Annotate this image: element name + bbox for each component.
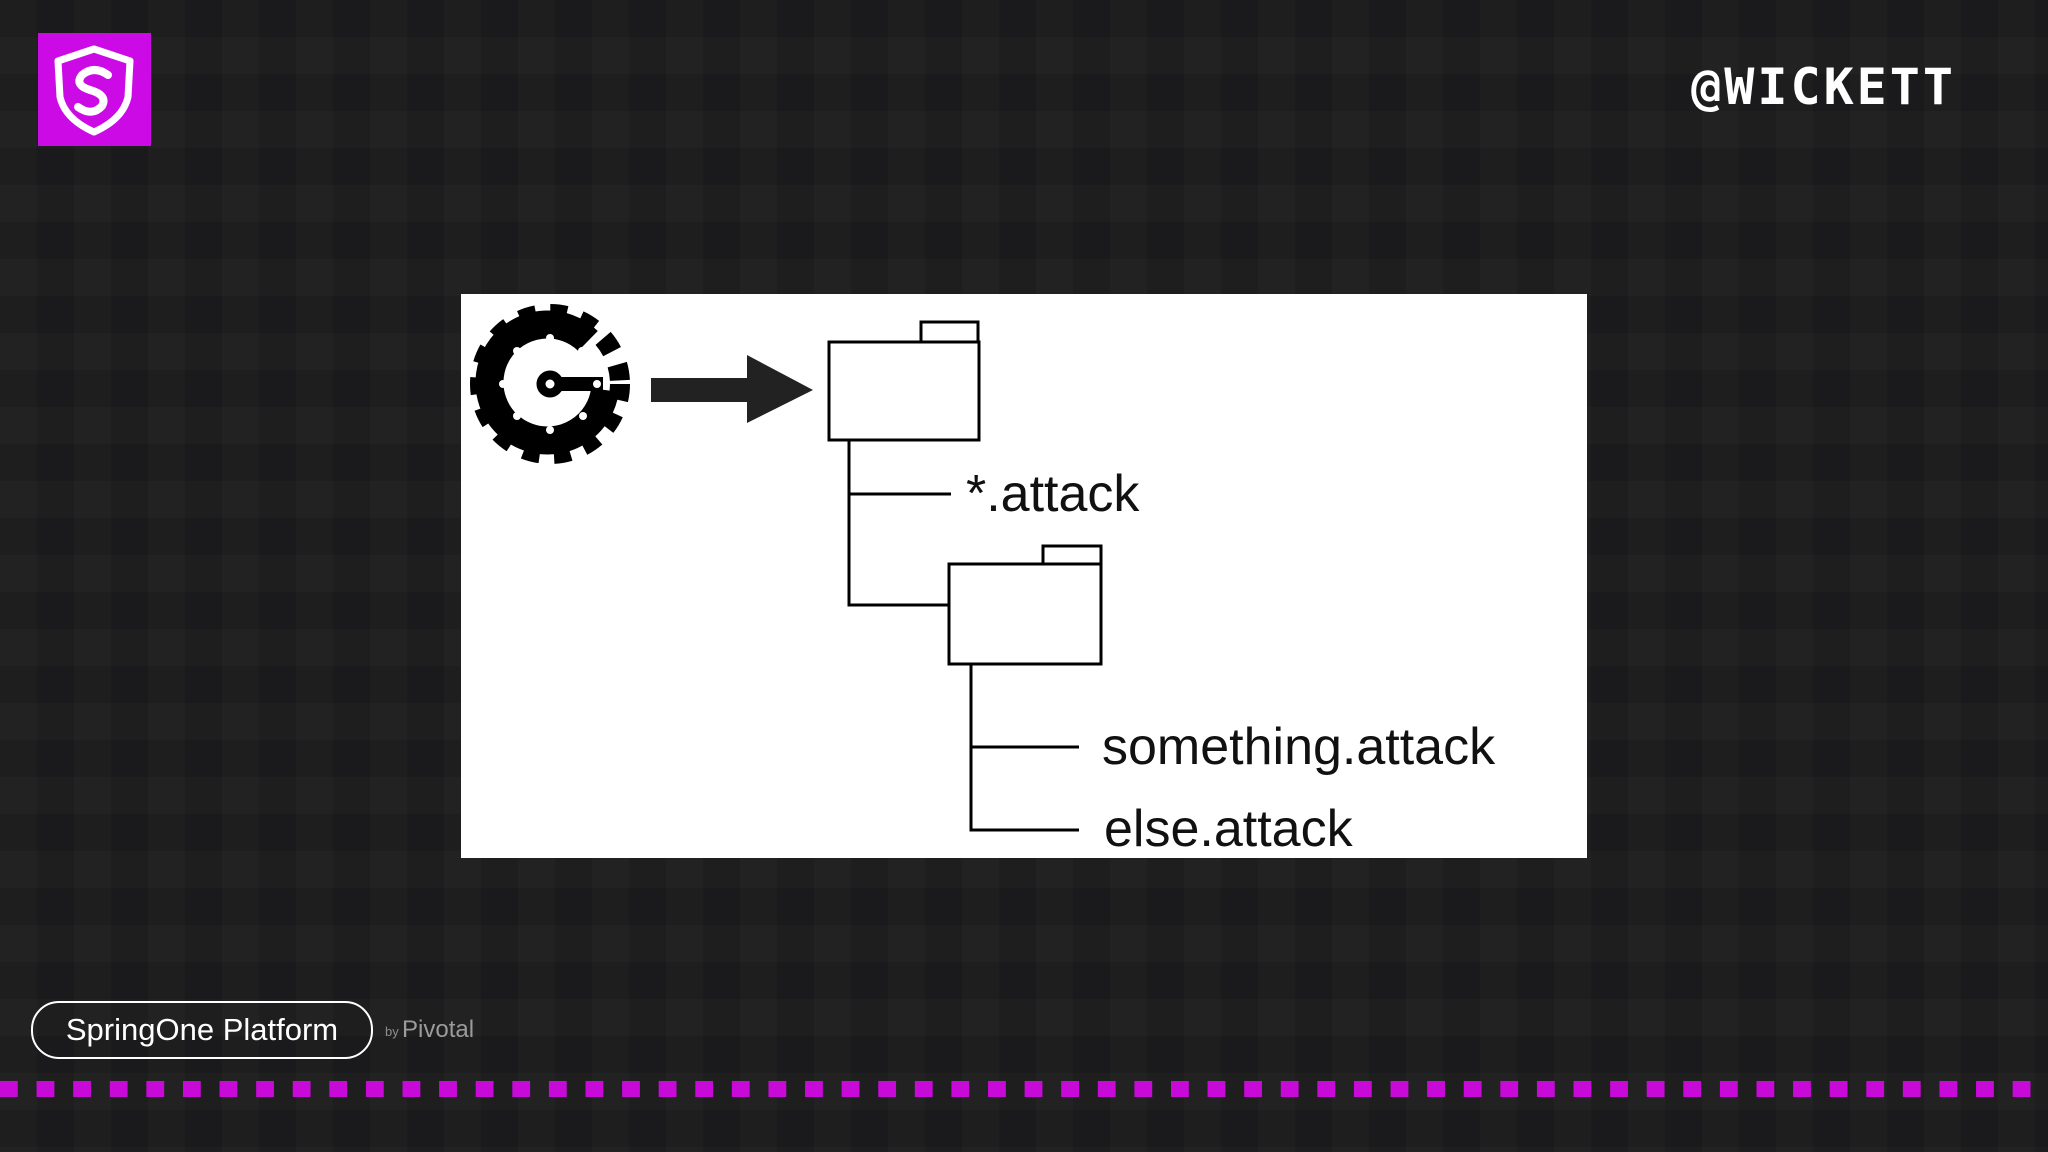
folder-icon	[947, 544, 1103, 666]
event-by-text: by	[385, 1024, 399, 1039]
something-attack-label: something.attack	[1102, 718, 1496, 776]
tree-connectors	[847, 440, 1079, 832]
speaker-handle: @WICKETT	[1691, 58, 1956, 116]
event-organizer: Pivotal	[402, 1016, 475, 1043]
else-attack-label: else.attack	[1104, 800, 1353, 858]
diagram-panel: *.attack something.attack else.attack	[461, 294, 1587, 858]
event-name: SpringOne Platform	[65, 1012, 339, 1047]
right-arrow-icon	[651, 355, 813, 423]
folder-icon	[827, 320, 981, 442]
dashed-accent-strip	[0, 1081, 2048, 1097]
g-gear-logo-icon	[470, 304, 630, 464]
shield-s-logo-icon	[38, 33, 151, 146]
wildcard-attack-label: *.attack	[966, 465, 1140, 523]
event-badge: SpringOne Platform	[31, 1001, 373, 1059]
